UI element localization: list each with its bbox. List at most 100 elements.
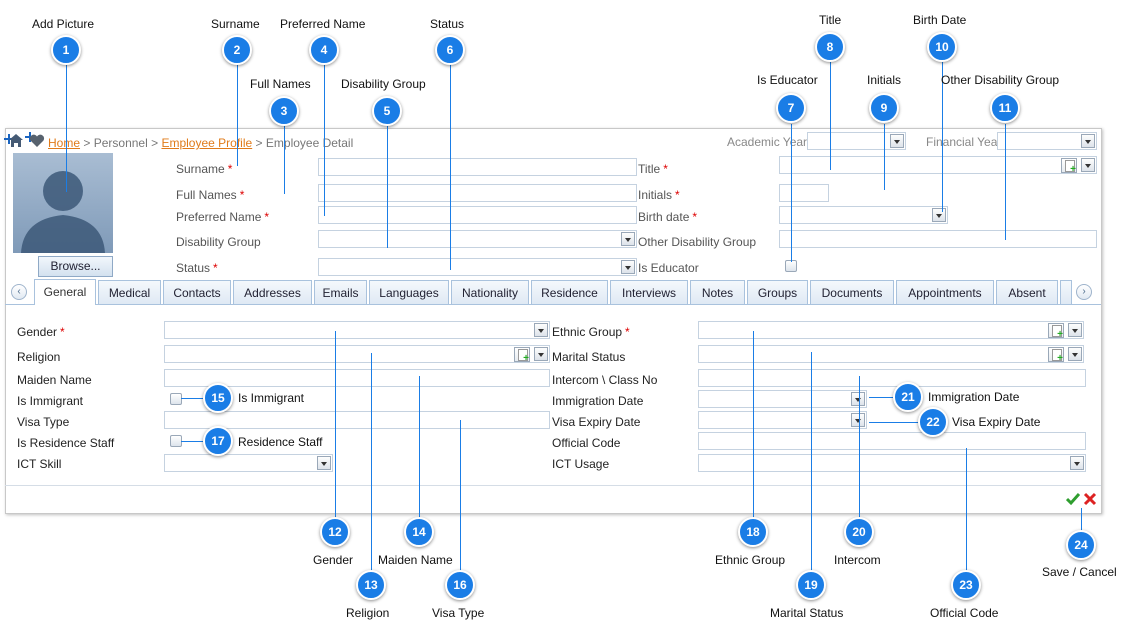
person-silhouette-icon — [21, 171, 105, 253]
title-select[interactable] — [779, 156, 1097, 175]
chevron-down-icon[interactable] — [1081, 134, 1095, 148]
callout-caption: Visa Expiry Date — [952, 415, 1041, 429]
birth-date-label: Birth date* — [638, 210, 698, 224]
immigration-date-input[interactable] — [698, 390, 867, 408]
callout-line — [284, 124, 285, 194]
callout-badge: 13 — [356, 570, 386, 600]
gender-label: Gender* — [17, 325, 65, 339]
save-check-icon[interactable] — [1065, 492, 1081, 506]
tab-interviews[interactable]: Interviews — [610, 280, 688, 304]
visa-expiry-date-input[interactable] — [698, 411, 867, 429]
ethnic-group-select[interactable] — [698, 321, 1084, 340]
add-icon[interactable] — [4, 133, 14, 144]
chevron-down-icon[interactable] — [890, 134, 904, 148]
academic-year-select[interactable] — [807, 132, 906, 150]
gender-select[interactable] — [164, 321, 550, 339]
add-lookup-icon[interactable] — [1061, 158, 1077, 175]
tab-overflow[interactable] — [1060, 280, 1072, 304]
callout-line — [884, 124, 885, 190]
tab-medical[interactable]: Medical — [98, 280, 161, 304]
initials-input[interactable] — [779, 184, 829, 202]
breadcrumb-home[interactable]: Home — [48, 136, 81, 150]
chevron-down-icon[interactable] — [932, 208, 946, 222]
tab-appointments[interactable]: Appointments — [896, 280, 994, 304]
visa-type-label: Visa Type — [17, 415, 70, 429]
add-lookup-icon[interactable] — [514, 347, 530, 364]
visa-type-input[interactable] — [164, 411, 550, 429]
chevron-down-icon[interactable] — [1068, 323, 1082, 337]
intercom-input[interactable] — [698, 369, 1086, 387]
birth-date-input[interactable] — [779, 206, 948, 224]
add-icon[interactable] — [25, 131, 35, 142]
ict-skill-select[interactable] — [164, 454, 333, 472]
tab-documents[interactable]: Documents — [810, 280, 894, 304]
chevron-down-icon[interactable] — [621, 232, 635, 246]
full-names-input[interactable] — [318, 184, 637, 202]
breadcrumb-employee-profile[interactable]: Employee Profile — [161, 136, 253, 150]
callout-caption: Marital Status — [770, 606, 844, 620]
callout-badge: 23 — [951, 570, 981, 600]
tab-emails[interactable]: Emails — [314, 280, 367, 304]
callout-badge: 18 — [738, 517, 768, 547]
tab-scroll-left-icon[interactable]: ‹ — [11, 284, 27, 300]
callout-caption: Preferred Name — [280, 17, 366, 31]
callout-caption: Add Picture — [32, 17, 95, 31]
chevron-down-icon[interactable] — [621, 260, 635, 274]
callout-line — [859, 376, 860, 519]
tab-strip-baseline — [5, 304, 1101, 305]
chevron-down-icon[interactable] — [851, 392, 865, 406]
tab-languages[interactable]: Languages — [369, 280, 449, 304]
intercom-label: Intercom \ Class No — [552, 373, 658, 387]
home-icon[interactable] — [8, 133, 24, 148]
callout-line — [830, 62, 831, 170]
chevron-down-icon[interactable] — [534, 323, 548, 337]
browse-button[interactable]: Browse... — [38, 256, 113, 277]
callout-badge: 4 — [309, 35, 339, 65]
official-code-input[interactable] — [698, 432, 1086, 450]
favorite-heart-icon[interactable] — [29, 134, 45, 148]
ict-usage-select[interactable] — [698, 454, 1086, 472]
religion-select[interactable] — [164, 345, 550, 364]
marital-status-select[interactable] — [698, 345, 1084, 364]
add-lookup-icon[interactable] — [1048, 323, 1064, 340]
cancel-x-icon[interactable] — [1083, 492, 1097, 506]
tab-contacts[interactable]: Contacts — [163, 280, 231, 304]
callout-line — [181, 398, 203, 399]
tab-addresses[interactable]: Addresses — [233, 280, 312, 304]
initials-label: Initials* — [638, 188, 680, 202]
tab-scroll-right-icon[interactable]: › — [1076, 284, 1092, 300]
other-disability-group-input[interactable] — [779, 230, 1097, 248]
callout-badge: 17 — [203, 426, 233, 456]
chevron-down-icon[interactable] — [1070, 456, 1084, 470]
tab-groups[interactable]: Groups — [747, 280, 808, 304]
disability-group-select[interactable] — [318, 230, 637, 248]
is-immigrant-checkbox[interactable] — [170, 393, 182, 405]
breadcrumb-personnel: Personnel — [93, 136, 148, 150]
chevron-down-icon[interactable] — [851, 413, 865, 427]
chevron-down-icon[interactable] — [534, 347, 548, 361]
callout-badge: 2 — [222, 35, 252, 65]
chevron-down-icon[interactable] — [1068, 347, 1082, 361]
tab-general[interactable]: General — [34, 279, 96, 305]
tab-residence[interactable]: Residence — [531, 280, 608, 304]
tab-notes[interactable]: Notes — [690, 280, 745, 304]
callout-line — [66, 64, 67, 192]
maiden-name-input[interactable] — [164, 369, 550, 387]
callout-line — [371, 353, 372, 572]
chevron-down-icon[interactable] — [1081, 158, 1095, 172]
chevron-down-icon[interactable] — [317, 456, 331, 470]
surname-label: Surname* — [176, 162, 233, 176]
add-lookup-icon[interactable] — [1048, 347, 1064, 364]
callout-caption: Maiden Name — [378, 553, 453, 567]
surname-input[interactable] — [318, 158, 637, 176]
tab-nationality[interactable]: Nationality — [451, 280, 529, 304]
tab-absent[interactable]: Absent — [996, 280, 1058, 304]
callout-badge: 15 — [203, 383, 233, 413]
callout-badge: 3 — [269, 96, 299, 126]
callout-badge: 22 — [918, 407, 948, 437]
callout-caption: Surname — [211, 17, 260, 31]
callout-caption: Birth Date — [913, 13, 967, 27]
preferred-name-input[interactable] — [318, 206, 637, 224]
status-select[interactable] — [318, 258, 637, 276]
financial-year-select[interactable] — [997, 132, 1097, 150]
